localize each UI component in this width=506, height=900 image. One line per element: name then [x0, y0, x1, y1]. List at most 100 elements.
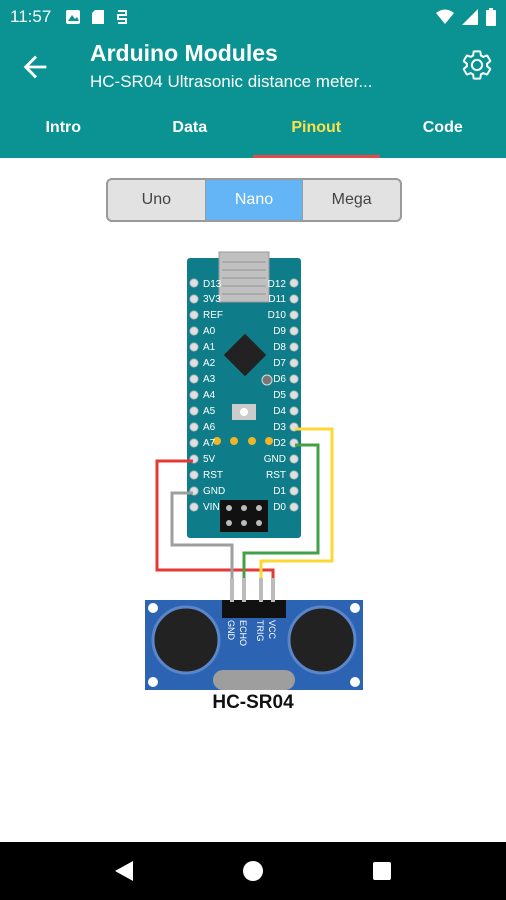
pin-label-right: D1: [273, 486, 286, 497]
pin-hole: [289, 454, 299, 464]
pin-hole: [289, 326, 299, 336]
sensor-name: HC-SR04: [212, 692, 294, 713]
pin-label-left: 3V3: [203, 294, 221, 305]
pin-hole: [289, 502, 299, 512]
pin-hole: [289, 294, 299, 304]
tab-bar: Intro Data Pinout Code: [0, 98, 506, 158]
image-notification-icon: [66, 10, 81, 24]
signal-icon: [462, 9, 478, 25]
pin-hole: [289, 278, 299, 288]
app-subtitle: HC-SR04 Ultrasonic distance meter...: [90, 72, 373, 91]
battery-icon: [486, 8, 496, 26]
pin-hole: [189, 438, 199, 448]
circle-home-icon: [242, 861, 263, 881]
pin-hole: [189, 502, 199, 512]
pin-label-left: GND: [203, 486, 225, 497]
pin-label-right: D7: [273, 358, 286, 369]
status-bar: 11:57: [0, 0, 506, 34]
app-bar: Arduino Modules HC-SR04 Ultrasonic dista…: [0, 34, 506, 98]
nav-back-button[interactable]: [109, 856, 139, 886]
wire-trig: [259, 427, 334, 600]
segment-nano[interactable]: Nano: [205, 180, 304, 220]
sensor-pin-label: VCC: [267, 620, 277, 640]
pin-hole: [189, 326, 199, 336]
system-nav-bar: [0, 842, 506, 900]
pin-label-left: A5: [203, 406, 216, 417]
pin-label-right: RST: [266, 470, 286, 481]
pin-label-right: D6: [273, 374, 286, 385]
pin-label-right: D12: [268, 279, 287, 290]
pin-label-right: D10: [268, 310, 287, 321]
pin-label-left: A4: [203, 390, 216, 401]
pin-label-left: A7: [203, 438, 216, 449]
app-title: Arduino Modules: [90, 40, 278, 66]
pin-label-right: D11: [268, 294, 286, 305]
pin-label-right: D2: [273, 438, 286, 449]
settings-button[interactable]: [460, 48, 494, 82]
status-notifications: [65, 9, 129, 25]
pin-hole: [289, 374, 299, 384]
pin-label-right: D9: [273, 326, 286, 337]
pin-hole: [289, 358, 299, 368]
pin-label-left: RST: [203, 470, 223, 481]
pin-hole: [289, 470, 299, 480]
sensor-pin-label: ECHO: [238, 620, 248, 646]
pin-hole: [189, 358, 199, 368]
arrow-back-icon: [23, 55, 47, 79]
pin-label-right: D4: [273, 406, 286, 417]
pin-label-left: VIN: [203, 502, 220, 513]
pin-hole: [289, 342, 299, 352]
sensor-pin-label: GND: [226, 620, 236, 641]
pin-label-right: D8: [273, 342, 286, 353]
pin-hole: [289, 486, 299, 496]
pin-label-right: D5: [273, 390, 286, 401]
status-time: 11:57: [10, 7, 52, 26]
segment-uno[interactable]: Uno: [108, 180, 206, 220]
sync-icon: [117, 10, 128, 24]
tab-data[interactable]: Data: [172, 119, 208, 136]
pin-label-left: D13: [203, 279, 222, 290]
status-system-icons: [436, 8, 496, 26]
pin-hole: [189, 374, 199, 384]
pin-hole: [289, 310, 299, 320]
sensor-pin-label: TRIG: [255, 620, 265, 642]
pin-hole: [189, 294, 199, 304]
pin-label-left: 5V: [203, 454, 216, 465]
square-recents-icon: [372, 862, 391, 880]
pin-label-left: A3: [203, 374, 216, 385]
pin-label-right: D0: [273, 502, 286, 513]
tab-code[interactable]: Code: [422, 119, 463, 136]
segment-mega[interactable]: Mega: [331, 191, 372, 208]
arduino-nano-board: D13 3V3 REF A0 A1 A2 A3 A4 A5 A6 A7 5V R…: [187, 251, 301, 538]
pin-label-left: A1: [203, 342, 216, 353]
pin-hole: [189, 470, 199, 480]
nav-home-button[interactable]: [238, 856, 268, 886]
board-selector: Uno Nano Mega: [106, 178, 402, 222]
wire-echo: [242, 443, 320, 600]
sd-card-icon: [92, 10, 105, 24]
pin-label-left: A0: [203, 326, 216, 337]
wifi-icon: [436, 9, 454, 24]
pin-label-right: GND: [264, 454, 286, 465]
triangle-back-icon: [115, 861, 134, 881]
pin-label-left: REF: [203, 310, 223, 321]
wiring-diagram: D13 3V3 REF A0 A1 A2 A3 A4 A5 A6 A7 5V R…: [145, 251, 363, 690]
tab-intro[interactable]: Intro: [45, 119, 82, 136]
pin-hole: [289, 390, 299, 400]
pin-label-right: D3: [273, 422, 286, 433]
pin-hole: [289, 406, 299, 416]
gear-icon: [462, 50, 492, 80]
wire-gnd: [170, 491, 234, 600]
pin-hole: [189, 342, 199, 352]
pin-hole: [189, 390, 199, 400]
nav-recents-button[interactable]: [367, 856, 397, 886]
pin-hole: [189, 278, 199, 288]
hc-sr04-sensor: GND ECHO TRIG VCC: [145, 578, 363, 690]
pin-hole: [189, 406, 199, 416]
pin-label-left: A2: [203, 358, 216, 369]
pin-hole: [189, 310, 199, 320]
back-button[interactable]: [18, 50, 52, 84]
tab-pinout[interactable]: Pinout: [253, 98, 380, 158]
pin-label-left: A6: [203, 422, 216, 433]
pin-hole: [189, 422, 199, 432]
